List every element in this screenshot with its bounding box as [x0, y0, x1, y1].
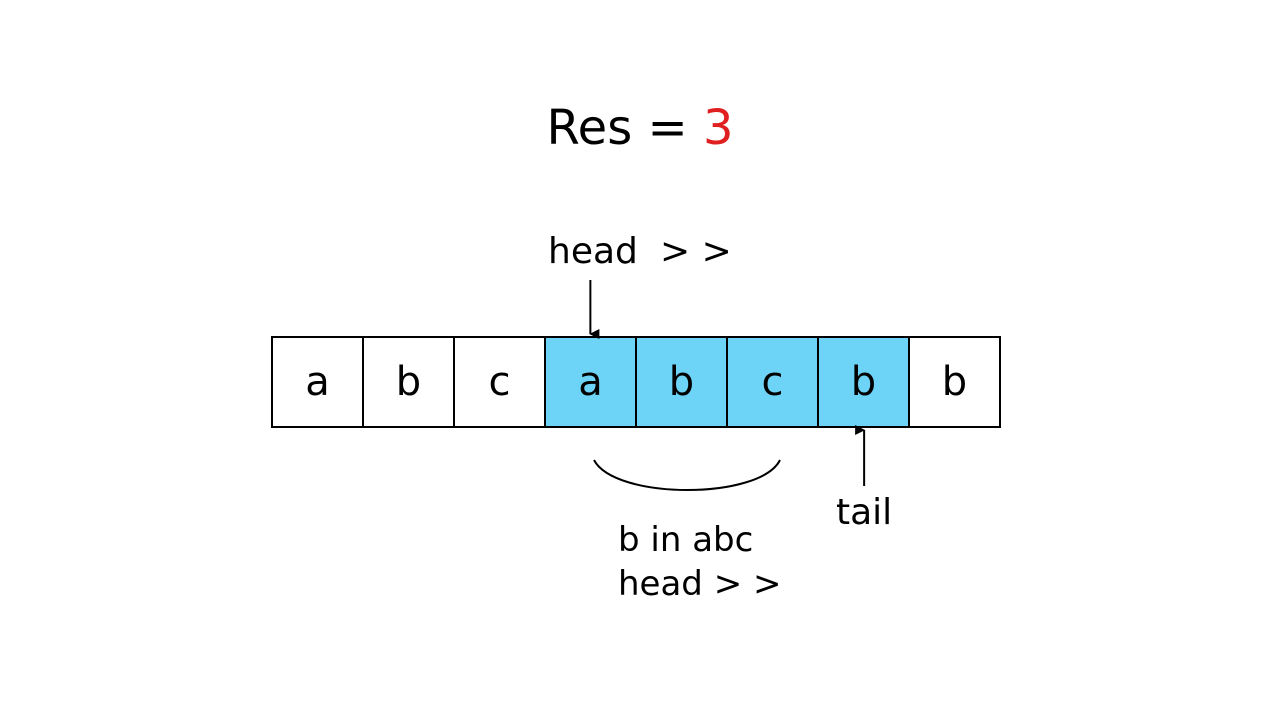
- tail-label: tail: [836, 492, 893, 533]
- note-line-1: b in abc: [618, 520, 754, 560]
- array-cell: a: [546, 336, 637, 428]
- array-cell: b: [910, 336, 1001, 428]
- array-cell: b: [637, 336, 728, 428]
- result-prefix: Res =: [546, 100, 703, 156]
- character-array: a b c a b c b b: [271, 336, 1003, 428]
- array-cell: c: [455, 336, 546, 428]
- result-value: 3: [702, 100, 734, 156]
- array-cell: b: [819, 336, 910, 428]
- window-note: b in abc head > >: [618, 518, 781, 606]
- array-cell: b: [364, 336, 455, 428]
- note-line-2: head > >: [618, 564, 782, 604]
- array-cell: c: [728, 336, 819, 428]
- head-move-arrows: > >: [660, 231, 732, 272]
- head-label: head: [548, 231, 638, 272]
- window-brace-curve: [593, 459, 781, 491]
- result-title: Res = 3: [0, 98, 1280, 158]
- array-cell: a: [273, 336, 364, 428]
